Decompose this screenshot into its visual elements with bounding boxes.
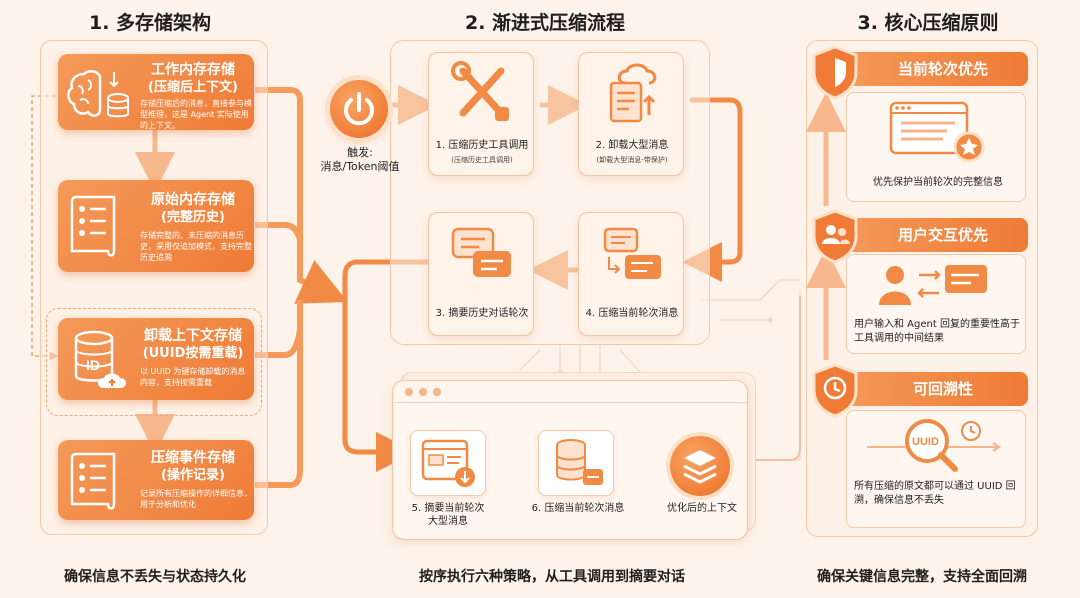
lower-step-5 [410,430,486,496]
principle-title: 当前轮次优先 [838,52,1028,86]
trigger-label-line1: 触发: [347,146,373,159]
step-1: 1. 压缩历史工具调用 (压缩历史工具调用) [428,52,534,176]
principle-text: 用户输入和 Agent 回复的重要性高于工具调用的中间结果 [854,319,1020,344]
layers-icon [683,450,717,484]
storage-card-events: 压缩事件存储 (操作记录) 记录所有压缩操作的详细信息，用于分析和优化 [58,440,254,520]
lower-step-5-line1: 5. 摘要当前轮次 [411,503,485,514]
storage-desc: 记录所有压缩操作的详细信息，用于分析和优化 [140,489,252,509]
trigger-label: 触发: 消息/Token阈值 [314,146,406,174]
step-label: 3. 摘要历史对话轮次 [435,308,529,319]
offload-dashed-frame [46,308,262,416]
uuid-badge: UUID [912,436,939,448]
id-badge: ID [86,357,100,373]
window-dot [405,388,413,396]
lower-step-5-line2: 大型消息 [428,516,468,527]
storage-title: 原始内存存储 [151,192,235,208]
window-dot [433,388,441,396]
lower-step-label: 5. 摘要当前轮次 大型消息 [396,502,500,528]
storage-title: 工作内存存储 [151,62,235,78]
step-label: 4. 压缩当前轮次消息 [585,308,679,319]
step-3: 3. 摘要历史对话轮次 [428,212,534,336]
step-4: 4. 压缩当前轮次消息 [578,212,684,336]
shield-icon [812,45,858,100]
section3-title: 3. 核心压缩原则 [857,12,999,34]
window-download-icon [421,439,475,487]
section2-title: 2. 渐进式压缩流程 [464,12,626,34]
section3-footer: 确保关键信息完整，支持全面回溯 [817,569,1027,585]
brain-database-icon [67,70,129,118]
step-sublabel: (卸载大型消息-带保护) [596,156,668,164]
section1-title: 1. 多存储架构 [88,12,212,34]
storage-desc: 存储完整的、未压缩的消息历史，采用仅追加模式，支持完整历史追溯 [140,231,252,262]
window-dot [419,388,427,396]
storage-subtitle: (压缩后上下文) [148,80,238,95]
storage-title: 卸载上下文存储 [144,328,242,344]
browser-bar [393,381,747,403]
storage-desc: 以 UUID 为键存储卸载的消息内容，支持按需重载 [140,367,246,387]
lower-step-label: 6. 压缩当前轮次消息 [531,503,625,514]
lower-step-label: 优化后的上下文 [667,503,737,514]
tools-icon [451,61,509,121]
storage-subtitle: (完整历史) [161,210,225,225]
chat-bubbles-icon [451,227,511,277]
window-star-icon [889,101,985,163]
principle-text: 优先保护当前轮次的完整信息 [873,177,1003,188]
step-label: 2. 卸载大型消息 [595,140,669,151]
storage-title: 压缩事件存储 [151,450,235,466]
log-scroll-icon [70,452,116,510]
step-label: 1. 压缩历史工具调用 [435,140,529,151]
storage-card-working: 工作内存存储 (压缩后上下文) 存储压缩后的消息，直接参与模型推理，这是 Age… [58,54,254,130]
storage-card-raw: 原始内存存储 (完整历史) 存储完整的、未压缩的消息历史，采用仅追加模式，支持完… [58,180,254,272]
principle-title: 可回溯性 [838,372,1028,406]
users-shield-icon [812,209,858,264]
trigger-label-line2: 消息/Token阈值 [320,160,400,173]
principle-card: UUID [846,410,1026,528]
principle-title: 用户交互优先 [838,218,1028,252]
section1-footer: 确保信息不丢失与状态持久化 [64,569,246,585]
database-id-cloud-icon: ID [74,330,126,388]
storage-desc: 存储压缩后的消息，直接参与模型推理，这是 Agent 实际使用的上下文。 [140,99,252,130]
scroll-list-icon [70,195,116,257]
principle-card [846,92,1026,202]
principle-card [846,254,1026,354]
optimized-context-node [670,436,730,496]
database-compress-icon [556,439,603,485]
history-shield-icon [812,363,858,418]
storage-subtitle: (UUID按需重载) [142,346,244,361]
user-exchange-icon [879,265,987,305]
chat-exchange-icon [603,227,661,279]
principle-text: 所有压缩的原文都可以通过 UUID 回溯，确保信息不丢失 [854,481,1016,506]
trigger-button[interactable] [330,80,388,138]
document-cloud-icon [609,63,657,123]
step-2: 2. 卸载大型消息 (卸载大型消息-带保护) [578,52,684,176]
storage-card-offload: ID 卸载上下文存储 (UUID按需重载) 以 UUID 为键存储卸载的消息内容… [58,318,254,400]
storage-subtitle: (操作记录) [161,468,225,483]
uuid-search-icon: UUID [867,419,1001,472]
step-sublabel: (压缩历史工具调用) [451,156,513,164]
power-icon [344,92,374,126]
lower-step-6 [538,430,614,496]
section2-footer: 按序执行六种策略，从工具调用到摘要对话 [419,569,685,585]
